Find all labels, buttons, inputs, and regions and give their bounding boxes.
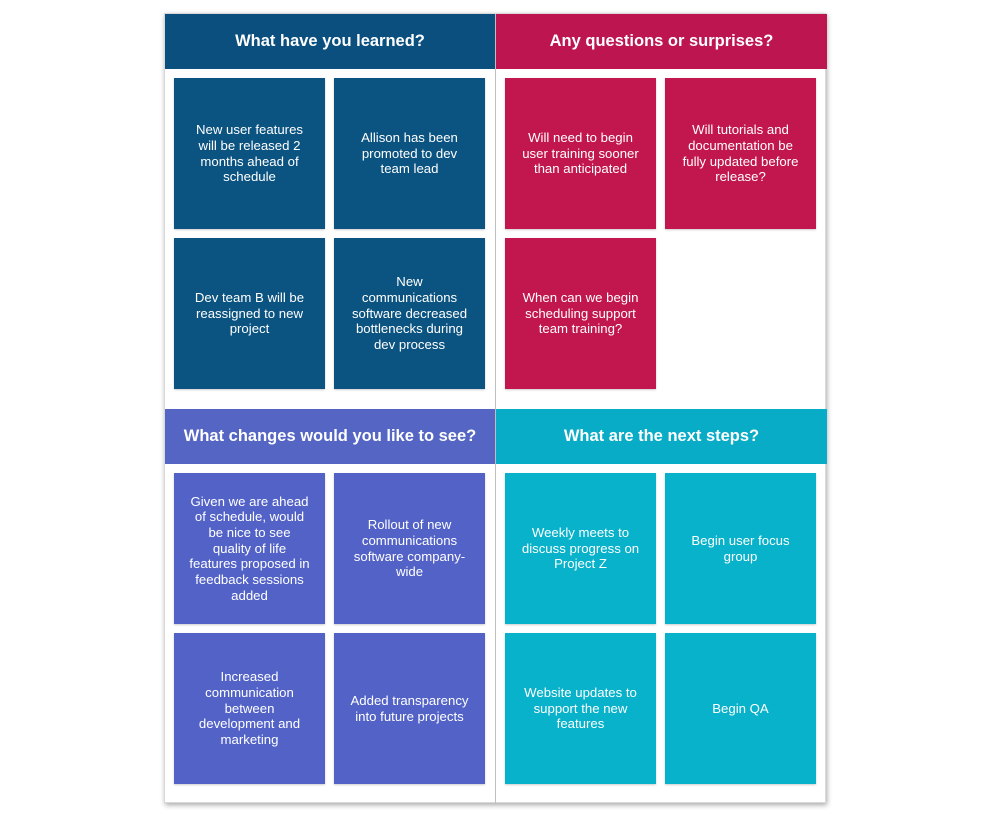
- sticky-note[interactable]: New user features will be released 2 mon…: [174, 78, 325, 229]
- sticky-note[interactable]: Begin QA: [665, 633, 816, 784]
- quadrant-questions-title: Any questions or surprises?: [496, 14, 827, 69]
- sticky-note[interactable]: Added transparency into future projects: [334, 633, 485, 784]
- quadrant-learned: What have you learned? New user features…: [165, 14, 496, 409]
- sticky-note[interactable]: Dev team B will be reassigned to new pro…: [174, 238, 325, 389]
- quadrant-changes: What changes would you like to see? Give…: [165, 409, 496, 804]
- quadrant-next-steps: What are the next steps? Weekly meets to…: [496, 409, 827, 804]
- sticky-note[interactable]: New communications software decreased bo…: [334, 238, 485, 389]
- quadrant-learned-title: What have you learned?: [165, 14, 495, 69]
- quadrant-questions: Any questions or surprises? Will need to…: [496, 14, 827, 409]
- quadrant-next-steps-title: What are the next steps?: [496, 409, 827, 464]
- sticky-note[interactable]: Begin user focus group: [665, 473, 816, 624]
- sticky-note[interactable]: When can we begin scheduling support tea…: [505, 238, 656, 389]
- sticky-note[interactable]: Rollout of new communications software c…: [334, 473, 485, 624]
- sticky-note[interactable]: Allison has been promoted to dev team le…: [334, 78, 485, 229]
- sticky-note[interactable]: Increased communication between developm…: [174, 633, 325, 784]
- sticky-note[interactable]: Weekly meets to discuss progress on Proj…: [505, 473, 656, 624]
- sticky-note[interactable]: Website updates to support the new featu…: [505, 633, 656, 784]
- sticky-note[interactable]: Will need to begin user training sooner …: [505, 78, 656, 229]
- sticky-note[interactable]: Given we are ahead of schedule, would be…: [174, 473, 325, 624]
- sticky-note[interactable]: Will tutorials and documentation be full…: [665, 78, 816, 229]
- quadrant-changes-title: What changes would you like to see?: [165, 409, 495, 464]
- retrospective-board: What have you learned? New user features…: [164, 13, 827, 804]
